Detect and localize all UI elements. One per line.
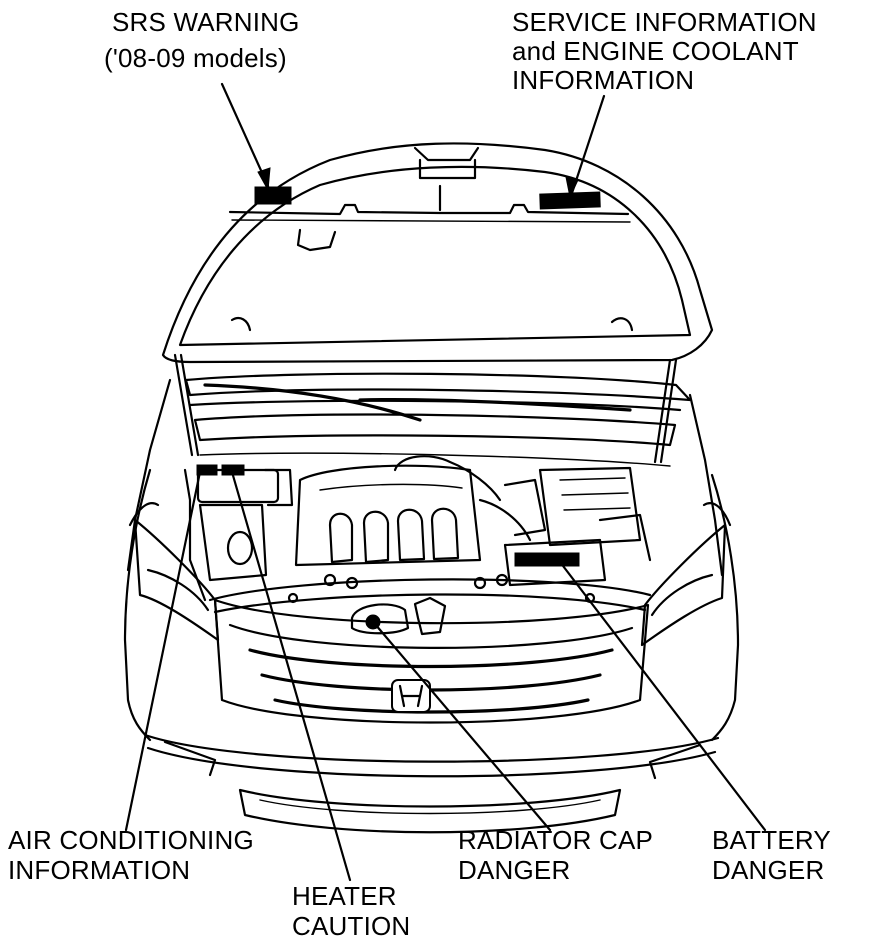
- leader-air-conditioning: [124, 470, 202, 832]
- leader-battery: [558, 560, 767, 832]
- battery-danger-label-line1: BATTERY: [712, 825, 831, 855]
- srs-warning-label: SRS WARNING: [112, 7, 300, 37]
- leader-heater: [230, 470, 352, 882]
- front-body: [123, 468, 740, 834]
- service-info-label-line2: and ENGINE COOLANT: [512, 36, 799, 66]
- leader-lines: [124, 82, 767, 882]
- heater-caution-label-line1: HEATER: [292, 881, 397, 911]
- air-conditioning-label-line1: AIR CONDITIONING: [8, 825, 254, 855]
- leader-radiator-cap: [373, 622, 552, 832]
- leader-srs: [220, 82, 270, 188]
- air-conditioning-label-line2: INFORMATION: [8, 855, 191, 885]
- radiator-cap-label-line2: DANGER: [458, 855, 571, 885]
- radiator-cap-label-line1: RADIATOR CAP: [458, 825, 654, 855]
- service-info-label-line3: INFORMATION: [512, 65, 695, 95]
- heater-caution-label-line2: CAUTION: [292, 911, 411, 941]
- service-info-label-line1: SERVICE INFORMATION: [512, 7, 817, 37]
- engine-compartment: [183, 455, 652, 636]
- leader-service: [570, 94, 606, 195]
- srs-models-label: ('08-09 models): [104, 43, 287, 73]
- battery-danger-label-line2: DANGER: [712, 855, 825, 885]
- cowl: [126, 372, 724, 577]
